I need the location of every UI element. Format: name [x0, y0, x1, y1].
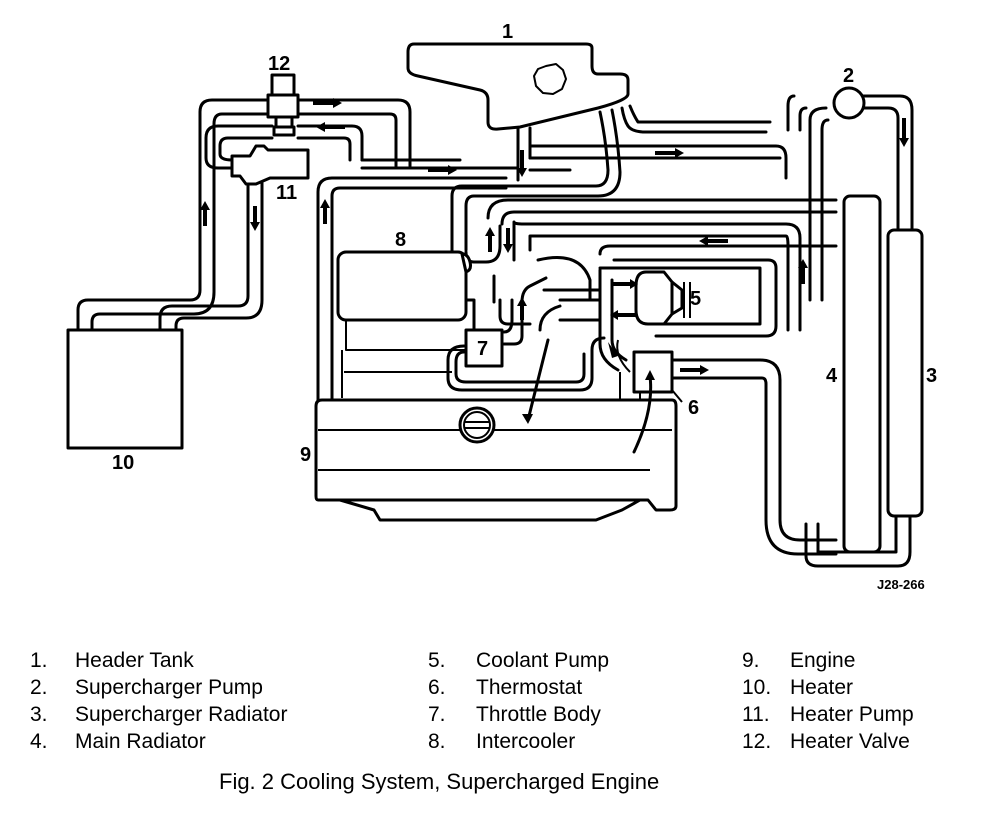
callout-10: 10 — [112, 452, 134, 474]
legend-number: 10. — [742, 676, 772, 699]
legend-number: 11. — [742, 703, 770, 726]
arrow-up-icon — [200, 201, 210, 226]
arrow-up-curve-icon — [632, 374, 653, 454]
callout-12: 12 — [268, 53, 290, 75]
arrow-down-icon — [899, 118, 909, 147]
figure-reference-code: J28-266 — [877, 577, 925, 592]
callout-7: 7 — [477, 338, 488, 360]
arrow-down-icon — [250, 206, 260, 231]
legend-number: 12. — [742, 730, 772, 753]
legend-number: 6. — [428, 676, 446, 699]
legend-column-1: 1. Header Tank 2. Supercharger Pump 3. Supe… — [30, 647, 287, 755]
header-tank — [406, 42, 630, 131]
legend-number: 8. — [428, 730, 446, 753]
arrow-down-curve-icon — [526, 338, 550, 422]
arrow-up-icon — [320, 199, 330, 224]
legend-label: Supercharger Pump — [75, 676, 263, 699]
legend-item: 7. Throttle Body — [428, 701, 609, 728]
arrow-down-icon — [517, 150, 527, 177]
legend-number: 7. — [428, 703, 446, 726]
arrow-down-icon — [503, 228, 513, 253]
legend-number: 4. — [30, 730, 48, 753]
arrow-right-icon — [655, 148, 684, 158]
arrow-right-icon — [680, 365, 709, 375]
legend-label: Supercharger Radiator — [75, 703, 288, 726]
arrow-right-icon — [612, 279, 638, 289]
cooling-system-diagram: 1 2 3 4 5 6 7 8 9 10 11 12 J28-266 — [66, 21, 937, 592]
thermostat — [632, 350, 674, 394]
legend-label: Intercooler — [476, 730, 576, 753]
engine — [314, 398, 678, 522]
callout-labels: 1 2 3 4 5 6 7 8 9 10 11 12 J28-266 — [112, 21, 937, 592]
arrow-up-icon — [485, 227, 495, 252]
coolant-pump — [634, 270, 691, 326]
main-radiator — [842, 194, 882, 554]
callout-3: 3 — [926, 365, 937, 387]
legend-label: Coolant Pump — [476, 649, 610, 672]
legend-label: Engine — [790, 649, 856, 672]
callout-5: 5 — [690, 288, 701, 310]
legend-label: Header Tank — [75, 649, 194, 672]
callout-2: 2 — [843, 65, 854, 87]
arrow-left-icon — [699, 236, 728, 246]
callout-11: 11 — [276, 182, 297, 204]
legend-item: 11. Heater Pump — [742, 701, 914, 728]
coolant-pipes — [316, 94, 914, 568]
legend-item: 12. Heater Valve — [742, 728, 914, 755]
throttle-body — [464, 328, 504, 368]
callout-9: 9 — [300, 444, 311, 466]
legend-item: 6. Thermostat — [428, 674, 609, 701]
legend-item: 2. Supercharger Pump — [30, 674, 287, 701]
arrow-right-icon — [313, 98, 342, 108]
legend-label: Heater Pump — [790, 703, 914, 726]
legend-item: 10. Heater — [742, 674, 914, 701]
legend-column-2: 5. Coolant Pump 6. Thermostat 7. Throttle B… — [428, 647, 609, 755]
supercharger-pump — [832, 86, 866, 120]
callout-8: 8 — [395, 229, 406, 251]
heater-valve — [266, 73, 300, 137]
flow-arrows — [200, 98, 909, 454]
legend-number: 9. — [742, 649, 760, 672]
heater-pump — [230, 144, 310, 186]
legend-label: Main Radiator — [75, 730, 206, 753]
callout-6: 6 — [688, 397, 699, 419]
arrow-up-icon — [517, 297, 527, 320]
legend-label: Thermostat — [476, 676, 583, 699]
legend-number: 5. — [428, 649, 446, 672]
arrow-left-icon — [316, 122, 345, 132]
legend-column-3: 9. Engine 10. Heater 11. Heater Pump 12. Hea… — [742, 647, 914, 755]
legend-number: 2. — [30, 676, 48, 699]
arrow-left-icon — [610, 310, 636, 320]
intercooler-outlet — [460, 252, 472, 274]
supercharger-radiator — [886, 228, 924, 518]
legend-item: 3. Supercharger Radiator — [30, 701, 287, 728]
legend-label: Heater — [790, 676, 854, 699]
intercooler — [336, 250, 468, 322]
legend-item: 9. Engine — [742, 647, 914, 674]
heater — [66, 328, 184, 450]
legend-number: 1. — [30, 649, 48, 672]
figure-caption: Fig. 2 Cooling System, Supercharged Engi… — [219, 769, 660, 794]
legend-item: 8. Intercooler — [428, 728, 609, 755]
legend-label: Throttle Body — [476, 703, 601, 726]
legend-item: 5. Coolant Pump — [428, 647, 609, 674]
legend-number: 3. — [30, 703, 48, 726]
arrow-up-icon — [798, 259, 808, 284]
legend-label: Heater Valve — [790, 730, 910, 753]
heater-hoses — [76, 98, 412, 332]
callout-4: 4 — [826, 365, 838, 387]
callout-1: 1 — [502, 21, 513, 43]
legend-item: 1. Header Tank — [30, 647, 287, 674]
arrow-right-icon — [428, 165, 457, 175]
legend-item: 4. Main Radiator — [30, 728, 287, 755]
header-tank-cap-icon — [533, 63, 567, 95]
